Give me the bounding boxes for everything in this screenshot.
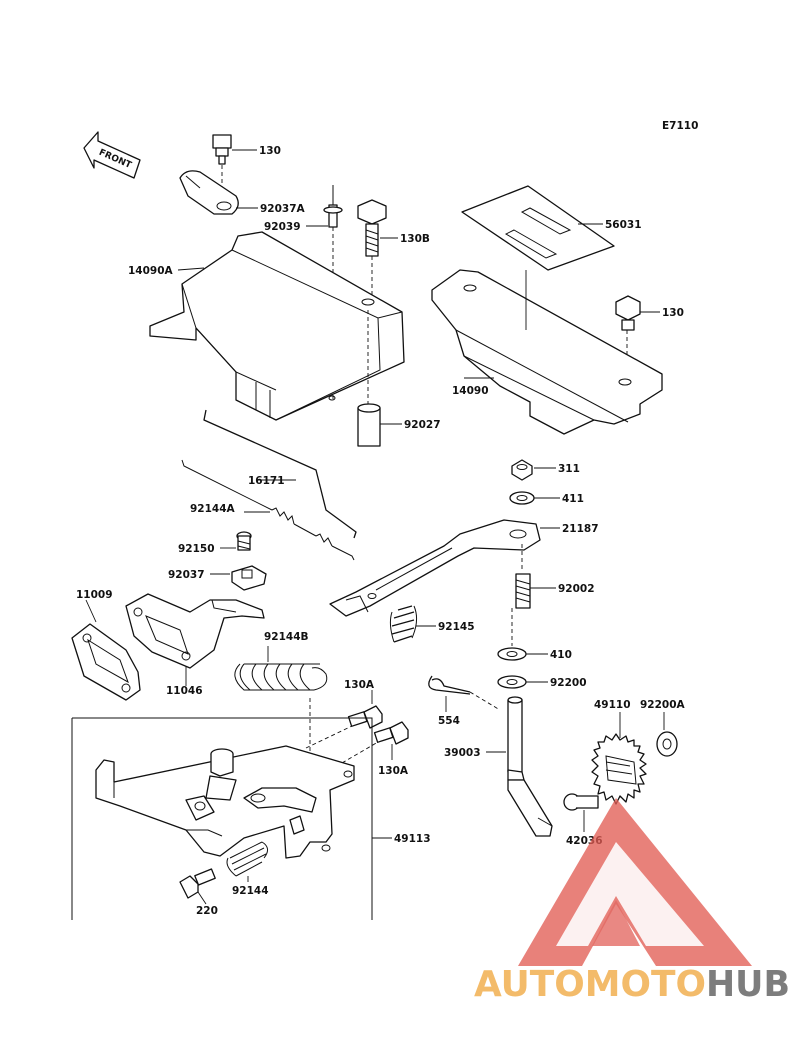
spring-92145 <box>389 605 418 643</box>
bolt-130B <box>357 199 387 257</box>
label-92144B: 92144B <box>264 631 309 643</box>
bolt-130A-bottom <box>373 721 409 745</box>
control-bracket <box>95 745 355 859</box>
label-130A-bottom: 130A <box>378 765 409 777</box>
collar-92027 <box>357 403 381 447</box>
label-11046: 11046 <box>166 685 203 697</box>
pin-42036 <box>563 793 599 811</box>
bolt-92002 <box>515 573 531 609</box>
rod-92144A <box>181 459 355 561</box>
label-92200: 92200 <box>550 677 587 689</box>
label-11009: 11009 <box>76 589 113 601</box>
label-92039: 92039 <box>264 221 301 233</box>
clip-92037 <box>231 565 267 591</box>
bolt-220 <box>179 868 216 899</box>
label-92027: 92027 <box>404 419 441 431</box>
label-130A-top: 130A <box>344 679 375 691</box>
clip-554 <box>428 675 471 695</box>
label-411: 411 <box>562 493 584 505</box>
label-16171: 16171 <box>248 475 285 487</box>
lever-21187 <box>329 519 541 617</box>
label-92037: 92037 <box>168 569 205 581</box>
label-92144A: 92144A <box>190 503 236 515</box>
screw-92150 <box>236 531 252 551</box>
label-14090A: 14090A <box>128 265 174 277</box>
plate-11046 <box>125 593 265 669</box>
cover-14090A <box>149 231 405 421</box>
front-arrow-icon: FRONT <box>83 131 141 179</box>
label-130B: 130B <box>400 233 430 245</box>
label-311: 311 <box>558 463 580 475</box>
washer-410 <box>497 647 527 661</box>
label-92150: 92150 <box>178 543 215 555</box>
label-554: 554 <box>438 715 460 727</box>
label-92002: 92002 <box>558 583 595 595</box>
bolt-130-right <box>615 295 641 331</box>
label-130-top: 130 <box>259 145 281 157</box>
label-410: 410 <box>550 649 572 661</box>
gear-49110 <box>591 733 647 805</box>
assembly-box-49113 <box>71 717 373 920</box>
spring-92144 <box>226 841 268 877</box>
bolt-130A-top <box>347 705 383 729</box>
automotohub-logo: AUTOMOTO HUB <box>474 798 790 1005</box>
label-130-right: 130 <box>662 307 684 319</box>
spring-92144B <box>234 663 328 691</box>
cover-14090 <box>431 269 663 435</box>
label-21187: 21187 <box>562 523 599 535</box>
washer-92200 <box>497 675 527 689</box>
diagram-code: E7110 <box>662 120 698 132</box>
gasket-11009 <box>71 623 141 701</box>
washer-92200A <box>656 731 678 757</box>
label-plate-56031 <box>461 185 615 271</box>
label-56031: 56031 <box>605 219 642 231</box>
logo-text-part1: AUTOMOTO <box>474 964 706 1005</box>
pin-92039 <box>323 185 343 228</box>
label-39003: 39003 <box>444 747 481 759</box>
label-49110: 49110 <box>594 699 631 711</box>
label-92037A: 92037A <box>260 203 306 215</box>
label-14090: 14090 <box>452 385 489 397</box>
label-92145: 92145 <box>438 621 475 633</box>
shaft-39003 <box>507 696 553 837</box>
washer-411 <box>509 491 535 505</box>
label-92144: 92144 <box>232 885 269 897</box>
label-220: 220 <box>196 905 218 917</box>
clamp-92037A <box>179 170 239 215</box>
rod-16171 <box>203 409 357 539</box>
bolt-130-top <box>212 134 232 165</box>
label-49113: 49113 <box>394 833 431 845</box>
logo-triangle-inner <box>556 842 704 946</box>
nut-311 <box>511 459 533 481</box>
label-92200A: 92200A <box>640 699 686 711</box>
logo-text-part2: HUB <box>706 964 790 1005</box>
